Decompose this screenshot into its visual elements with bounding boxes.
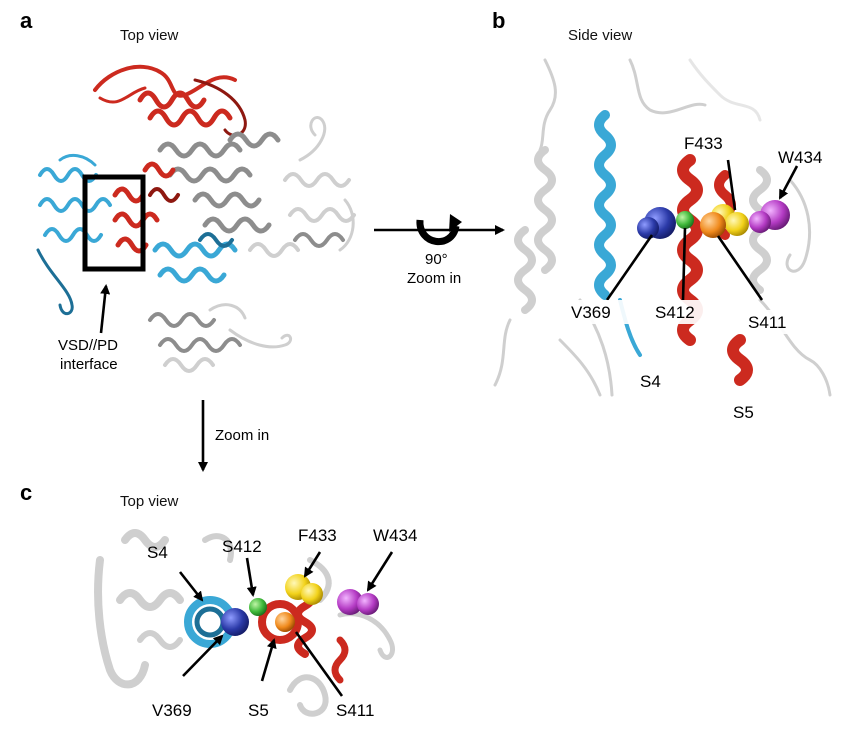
s412-label-bg-b [652, 300, 712, 324]
rotate-zoom-arrow: 90° Zoom in [374, 214, 505, 287]
rotation-degrees: 90° [425, 251, 448, 268]
w434-pointer-b [778, 165, 799, 200]
panel-letter-a: a [20, 8, 33, 33]
s412-label-b: S412 [655, 303, 695, 322]
s4-label-b: S4 [640, 372, 661, 391]
w434-pointer-c [366, 551, 394, 592]
down-zoom-arrow: Zoom in [198, 400, 269, 472]
v369-sphere-2 [637, 217, 659, 239]
w434-sphere-2 [749, 211, 771, 233]
panel-b-title: Side view [568, 27, 632, 44]
s5-pointer-c [260, 638, 277, 682]
f433-label-b: F433 [684, 134, 723, 153]
panel-letter-c: c [20, 480, 32, 505]
panel-a: a Top view [20, 8, 356, 373]
panel-b: b Side view [492, 8, 832, 422]
v369-label-bg-b [568, 300, 632, 324]
protein-structure-side-view [493, 58, 832, 397]
s4-pointer-c [178, 571, 204, 602]
s5-label-c: S5 [248, 701, 269, 720]
v369-label-c: V369 [152, 701, 192, 720]
s5-label-b: S5 [733, 403, 754, 422]
f433-label-bg-b [681, 130, 733, 154]
gray-subunit-bottom [148, 303, 293, 373]
residue-spheres-c [221, 574, 379, 636]
s4-helix-inner [194, 606, 226, 638]
interface-pointer-arrow [99, 284, 111, 334]
s412-pointer-c [245, 557, 257, 597]
s411-label-b: S411 [748, 313, 786, 332]
gray-subunits [157, 116, 356, 258]
w434-sphere-c [337, 589, 363, 615]
s411-pointer-c [294, 631, 344, 697]
f433-label-c: F433 [298, 526, 337, 545]
panel-a-title: Top view [120, 27, 179, 44]
f433-sphere-2 [725, 212, 749, 236]
w434-label-b: W434 [778, 148, 822, 167]
red-subunit-top [93, 64, 247, 137]
s411-sphere-c [275, 612, 295, 632]
v369-pointer-c [182, 634, 224, 677]
rotation-arrowhead-icon [449, 214, 462, 232]
interface-label-line1: VSD//PD [58, 337, 118, 354]
s411-pointer-b [716, 235, 764, 301]
s412-sphere [676, 211, 694, 229]
residue-spheres-b [637, 200, 790, 239]
s4-label-c: S4 [147, 543, 168, 562]
protein-structure-top-view-zoom [94, 529, 396, 717]
s411-label-bg-b [745, 310, 801, 334]
w434-label-c: W434 [373, 526, 417, 545]
f433-pointer-b [726, 159, 737, 211]
s412-sphere-c [249, 598, 267, 616]
interface-label-line2: interface [60, 356, 118, 373]
v369-pointer-b [605, 234, 654, 301]
f433-sphere-c-2 [301, 583, 323, 605]
v369-sphere-c [221, 608, 249, 636]
s411-sphere [700, 212, 726, 238]
rotation-icon [416, 219, 460, 245]
panel-c-title: Top view [120, 493, 179, 510]
panel-c: c Top view [20, 480, 417, 720]
rotation-zoom-label: Zoom in [407, 270, 461, 287]
s412-pointer-b [681, 227, 687, 301]
panel-letter-b: b [492, 8, 505, 33]
v369-label-b: V369 [571, 303, 611, 322]
f433-pointer-c [303, 551, 322, 578]
vsd-pd-interface-box [82, 174, 146, 272]
w434-sphere-c-2 [357, 593, 379, 615]
s412-label-c: S412 [222, 537, 262, 556]
blue-subunit-bottom [152, 232, 238, 284]
s5-helix-ring [258, 600, 302, 644]
down-zoom-label: Zoom in [215, 427, 269, 444]
s411-label-c: S411 [336, 701, 374, 720]
